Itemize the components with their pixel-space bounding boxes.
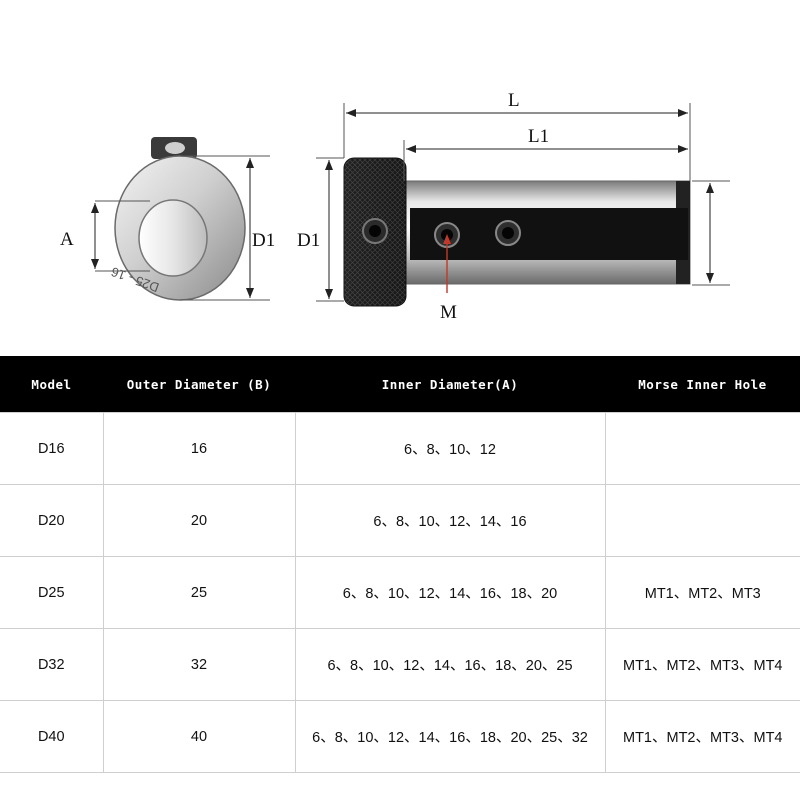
screw-hole-2 [495,220,521,246]
cell-outer-diameter: 25 [102,556,296,629]
table-row: D32 32 6、8、10、12、14、16、18、20、25 MT1、MT2、… [0,628,800,701]
cell-inner-diameter: 6、8、10、12、14、16、18、20、25 [294,628,606,701]
side-view [343,157,691,307]
label-d1-side: D1 [297,230,320,251]
label-d1-front: D1 [252,230,275,251]
cell-morse-inner-hole: MT1、MT2、MT3、MT4 [604,700,800,773]
cell-inner-diameter: 6、8、10、12、14、16、18、20 [294,556,606,629]
cell-outer-diameter: 20 [102,484,296,557]
cell-model: D40 [0,700,104,773]
cell-morse-inner-hole: MT1、MT2、MT3 [604,556,800,629]
dim-d1-front: D1 [180,155,275,301]
header-outer-diameter: Outer Diameter (B) [103,356,295,413]
cell-model: D25 [0,556,104,629]
header-model: Model [0,356,103,413]
table-header-row: Model Outer Diameter (B) Inner Diameter(… [0,356,800,413]
dim-a: A [60,200,150,272]
cell-outer-diameter: 40 [102,700,296,773]
dim-l1: L1 [403,126,688,181]
cell-outer-diameter: 16 [102,412,296,485]
table-row: D16 16 6、8、10、12 [0,412,800,485]
cell-morse-inner-hole [604,484,800,557]
dim-d1-side: D1 [297,157,344,302]
spec-table: Model Outer Diameter (B) Inner Diameter(… [0,356,800,773]
collar-screw-hole [362,218,388,244]
cell-model: D32 [0,628,104,701]
bushing-drawing: D25 - 16 A D1 [60,90,730,323]
header-morse-inner-hole: Morse Inner Hole [605,356,800,413]
label-l: L [508,90,520,111]
front-view: D25 - 16 [109,137,246,301]
table-row: D25 25 6、8、10、12、14、16、18、20 MT1、MT2、MT3 [0,556,800,629]
cell-model: D16 [0,412,104,485]
header-inner-diameter: Inner Diameter(A) [295,356,605,413]
table-row: D40 40 6、8、10、12、14、16、18、20、25、32 MT1、M… [0,700,800,773]
dim-shaft-diameter [692,180,730,286]
table-row: D20 20 6、8、10、12、14、16 [0,484,800,557]
cell-inner-diameter: 6、8、10、12 [294,412,606,485]
cell-model: D20 [0,484,104,557]
dim-l: L [343,90,691,181]
front-view-bore [138,199,208,277]
cell-inner-diameter: 6、8、10、12、14、16、18、20、25、32 [294,700,606,773]
cell-morse-inner-hole: MT1、MT2、MT3、MT4 [604,628,800,701]
product-diagram: D25 - 16 A D1 [0,0,800,356]
label-m: M [440,302,457,323]
dim-m: M [440,234,457,323]
cell-inner-diameter: 6、8、10、12、14、16 [294,484,606,557]
cell-morse-inner-hole [604,412,800,485]
label-l1: L1 [528,126,549,147]
label-a: A [60,229,74,250]
cell-outer-diameter: 32 [102,628,296,701]
